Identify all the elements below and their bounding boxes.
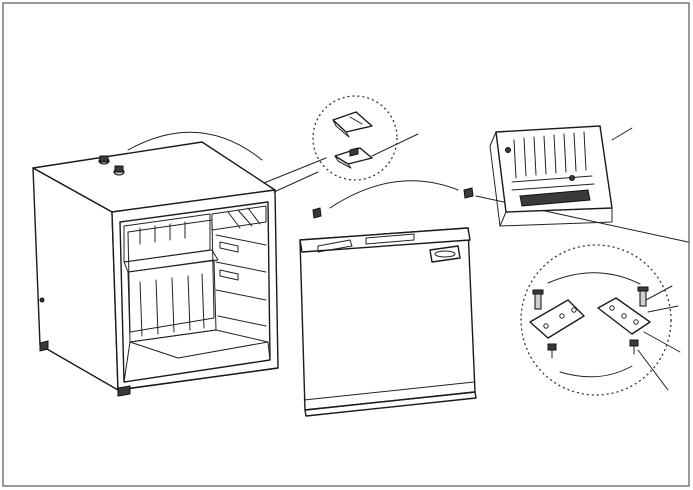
door-swing-arc [329,180,459,209]
detail-connector [263,157,327,193]
refrigerator-door [299,227,477,417]
door-top-pin-right [463,187,474,199]
cabinet-swing-arc [127,131,263,161]
door-top-pin [312,207,322,219]
top-hinge-detail [312,95,419,181]
refrigerator-cabinet [32,141,279,397]
cabinet-base-view [489,125,633,227]
bottom-hinge-detail [520,244,681,396]
